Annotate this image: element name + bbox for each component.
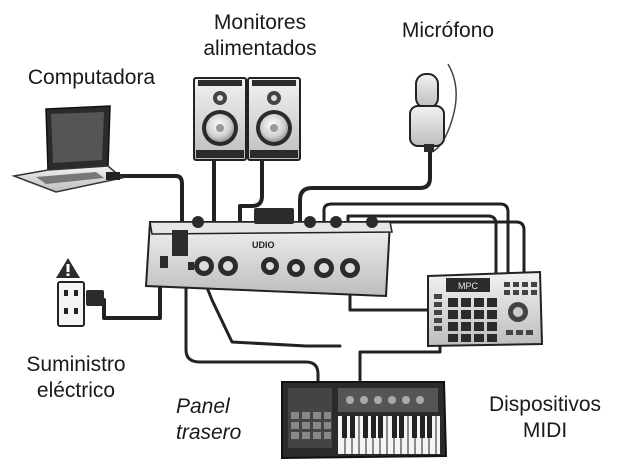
monitor-right-cable: [238, 156, 264, 240]
power-cable: [102, 260, 162, 320]
label-line: Suministro: [26, 353, 126, 376]
rear-keyboard-cable: [184, 268, 320, 384]
audio-interface-icon: UDIO: [144, 208, 393, 298]
label-line: trasero: [176, 421, 242, 444]
rear-midi-cable: [198, 268, 342, 348]
interface-logo: UDIO: [252, 240, 275, 250]
label-midi-devices: Dispositivos MIDI: [470, 392, 620, 444]
interface-mpc-cable: [348, 294, 432, 312]
label-powered-monitors: Monitores alimentados: [175, 10, 345, 62]
label-power-supply: Suministro eléctrico: [10, 352, 142, 404]
label-computer: Computadora: [4, 65, 179, 91]
label-line: Panel: [176, 395, 230, 418]
speaker-icon: [193, 77, 247, 161]
label-microphone: Micrófono: [378, 18, 518, 44]
label-line: Dispositivos: [488, 393, 602, 416]
warning-icon: [56, 258, 80, 278]
speaker-icon: [247, 77, 301, 161]
label-line: alimentados: [203, 37, 317, 60]
mpc-controller-icon: MPC: [427, 270, 544, 348]
label-line: MIDI: [522, 419, 568, 442]
microphone-icon: [409, 63, 457, 153]
midi-cable-1: [322, 202, 510, 276]
midi-keyboard-icon: [281, 381, 448, 460]
label-line: Monitores: [213, 11, 307, 34]
midi-cable-2: [346, 214, 498, 276]
midi-cable-3: [370, 220, 526, 276]
mpc-screen-label: MPC: [458, 281, 479, 291]
label-rear-panel: Panel trasero: [176, 394, 241, 446]
usb-cable: [116, 174, 184, 234]
mic-cable: [298, 148, 432, 264]
label-line: Micrófono: [401, 19, 495, 42]
laptop-icon: [11, 105, 124, 193]
label-line: eléctrico: [36, 379, 116, 402]
label-line: Computadora: [27, 66, 156, 89]
power-outlet-icon: [57, 281, 104, 327]
